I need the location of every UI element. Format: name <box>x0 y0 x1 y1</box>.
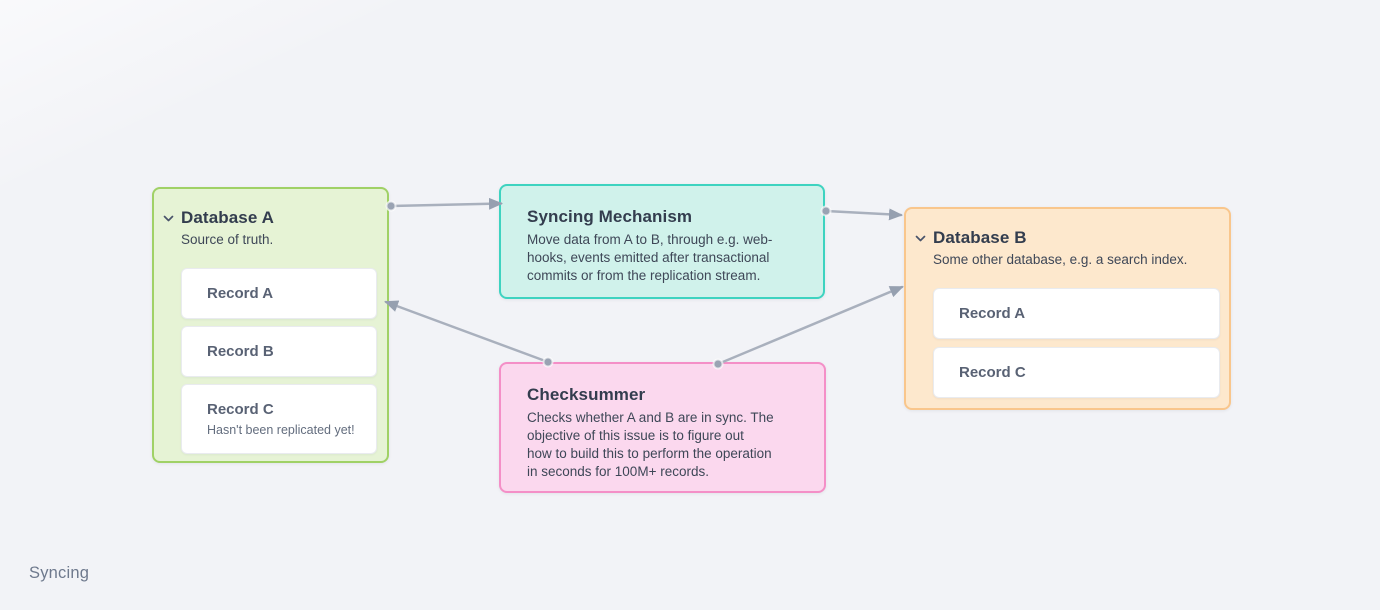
record-card[interactable]: Record C <box>933 347 1220 398</box>
record-label: Record C <box>959 364 1026 381</box>
record-card[interactable]: Record A <box>933 288 1220 339</box>
record-label: Record A <box>959 305 1026 322</box>
record-label: Record A <box>207 285 274 302</box>
record-label: Record B <box>207 343 274 360</box>
node-body: Move data from A to B, through e.g. web-… <box>527 232 773 283</box>
node-title: Database B <box>933 228 1027 247</box>
record-card[interactable]: Record C Hasn't been replicated yet! <box>181 384 377 454</box>
record-label: Record C <box>207 400 274 418</box>
chevron-down-icon[interactable] <box>162 208 175 228</box>
node-title: Syncing Mechanism <box>527 207 693 226</box>
node-checksummer[interactable]: Checksummer Checks whether A and B are i… <box>499 362 826 493</box>
node-body: Checks whether A and B are in sync. The … <box>527 410 774 479</box>
node-title: Database A <box>181 208 274 227</box>
node-database-a[interactable]: Database A Source of truth. Record A Rec… <box>152 187 389 463</box>
node-subtitle: Source of truth. <box>181 232 274 247</box>
diagram-title-label: Syncing <box>29 564 90 582</box>
arrow-checksummer-to-database-a[interactable] <box>384 300 550 364</box>
node-syncing-mechanism[interactable]: Syncing Mechanism Move data from A to B,… <box>499 184 825 299</box>
arrow-syncing-mechanism-to-database-b[interactable] <box>824 208 903 221</box>
arrow-database-a-to-syncing-mechanism[interactable] <box>389 197 503 210</box>
node-database-b[interactable]: Database B Some other database, e.g. a s… <box>904 207 1231 410</box>
node-header: Database A Source of truth. <box>154 189 387 249</box>
record-note: Hasn't been replicated yet! <box>207 422 355 437</box>
node-subtitle: Some other database, e.g. a search index… <box>933 252 1188 267</box>
record-card[interactable]: Record A <box>181 268 377 319</box>
node-header: Database B Some other database, e.g. a s… <box>906 209 1229 269</box>
record-card[interactable]: Record B <box>181 326 377 377</box>
node-title: Checksummer <box>527 385 646 404</box>
chevron-down-icon[interactable] <box>914 228 927 248</box>
